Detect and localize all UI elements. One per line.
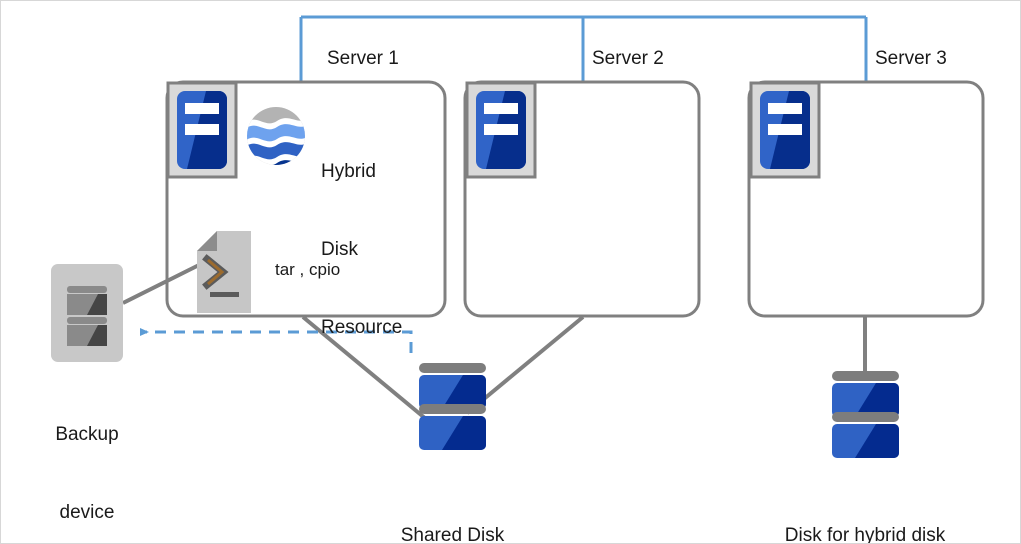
backup-flow-arrow bbox=[140, 328, 413, 353]
script-file-icon bbox=[197, 231, 251, 313]
hybrid-disk-resource-label-line-3: Resource bbox=[321, 317, 403, 338]
server-2-icon bbox=[465, 81, 537, 179]
local-disk-icon bbox=[832, 371, 899, 458]
server-1-title: Server 1 bbox=[327, 48, 399, 69]
shared-disk-label-line-1: Shared Disk bbox=[400, 525, 505, 544]
server-2-title: Server 2 bbox=[592, 48, 664, 69]
globe-icon bbox=[247, 107, 305, 165]
backup-device-label-line-1: Backup bbox=[55, 424, 119, 445]
local-disk-label: Disk for hybrid disk resource bbox=[734, 471, 996, 544]
server-3-icon bbox=[749, 81, 821, 179]
backup-connector-line bbox=[122, 257, 212, 305]
command-label: tar , cpio bbox=[275, 260, 341, 279]
server-1-icon bbox=[166, 81, 238, 179]
hybrid-disk-resource-label-line-2: Disk bbox=[321, 239, 358, 260]
shared-disk-icon bbox=[419, 363, 486, 450]
backup-device-label: Backup device bbox=[27, 370, 147, 543]
shared-disk-label: Shared Disk for hybrid disk resource bbox=[312, 471, 593, 544]
shared-disk-connectors bbox=[301, 315, 585, 421]
backup-device-label-line-2: device bbox=[59, 502, 115, 523]
hybrid-disk-resource-label-line-1: Hybrid bbox=[321, 161, 376, 182]
hybrid-disk-resource-label: Hybrid Disk Resource bbox=[321, 107, 402, 393]
backup-device-icon bbox=[51, 264, 123, 362]
local-disk-label-line-1: Disk for hybrid disk bbox=[784, 525, 946, 544]
server-3-title: Server 3 bbox=[875, 48, 947, 69]
network-bus bbox=[299, 15, 868, 83]
